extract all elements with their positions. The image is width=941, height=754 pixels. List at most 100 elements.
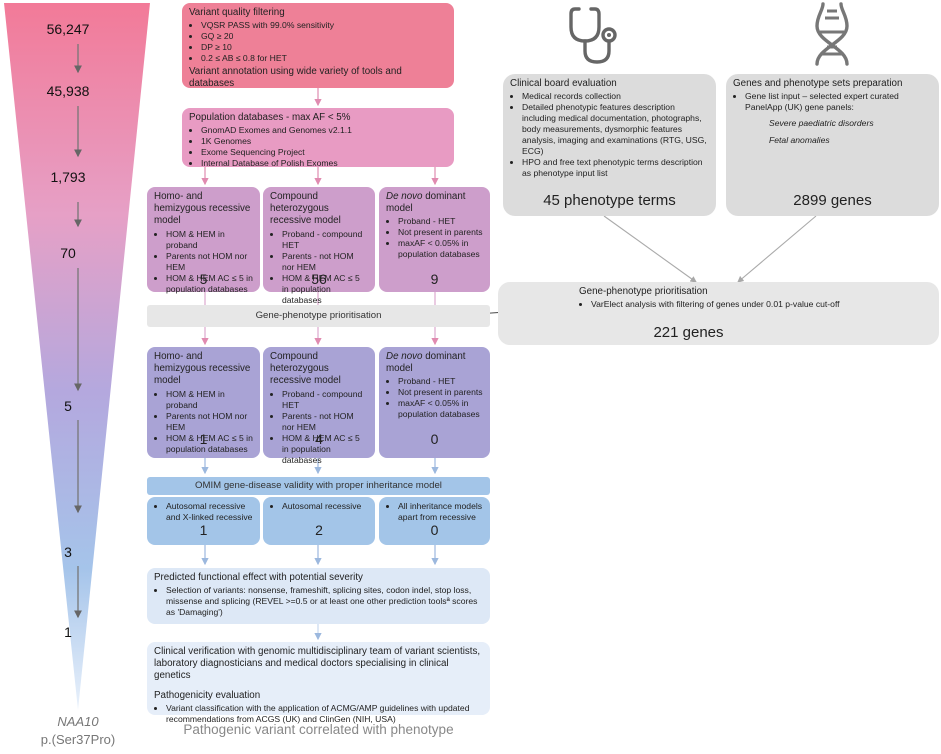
omim-criteria: Autosomal recessive and X-linked recessi… [154,501,253,523]
variant-annotation: Variant annotation using wide variety of… [189,66,402,90]
model-criteria: Proband - HET Not present in parents max… [386,216,483,260]
list-item: Variant classification with the applicat… [166,703,483,725]
gene-phenotype-bar: Gene-phenotype prioritisation [147,305,490,327]
clinical-board-box: Clinical board evaluation Medical record… [503,74,716,216]
model-count: 4 [315,431,323,447]
model-title: Homo- and hemizygous recessive model [154,191,251,227]
dna-icon [805,2,859,66]
list-item: GQ ≥ 20 [201,31,447,42]
variant-quality-title: Variant quality filtering [189,7,285,18]
clinical-verification-text: Clinical verification with genomic multi… [154,646,481,682]
model-title: De novo dominant model [386,191,483,215]
list-item: Internal Database of Polish Exomes [201,158,447,169]
pathogenicity-title: Pathogenicity evaluation [154,689,261,701]
genes-prep-list: Gene list input – selected expert curate… [733,91,932,113]
prioritised-genes-count: 221 genes [653,324,724,341]
final-result: Pathogenic variant correlated with pheno… [183,722,454,737]
list-item: HOM & HEM AC ≤ 5 in population databases [166,273,253,295]
model-count: 1 [199,431,208,447]
list-item: HOM & HEM in proband [166,229,253,251]
funnel-count-7: 1 [64,624,72,640]
list-item: HOM & HEM in proband [166,389,253,411]
list-item: maxAF < 0.05% in population databases [398,238,483,260]
variant-quality-list: VQSR PASS with 99.0% sensitivity GQ ≥ 20… [189,20,447,64]
model-count: 56 [311,271,327,287]
clinical-board-list: Medical records collection Detailed phen… [510,91,709,179]
clinical-verification-box: Clinical verification with genomic multi… [147,642,490,724]
population-db-list: GnomAD Exomes and Genomes v2.1.1 1K Geno… [189,125,447,169]
gp-right-title: Gene-phenotype prioritisation [579,286,708,297]
genes-prep-box: Genes and phenotype sets preparation Gen… [726,74,939,216]
list-item: Parents - not HOM nor HEM [282,411,368,433]
model-title-italic: De novo [386,191,423,202]
list-item: Proband - compound HET [282,389,368,411]
model-box-hom-top: Homo- and hemizygous recessive model HOM… [147,187,260,295]
funnel-count-3: 1,793 [50,169,86,185]
omim-box-3: All inheritance models apart from recess… [379,497,490,545]
omim-bar: OMIM gene-disease validity with proper i… [147,477,490,495]
list-item: VQSR PASS with 99.0% sensitivity [201,20,447,31]
gene-name: NAA10 [57,714,99,729]
list-item: 1K Genomes [201,136,447,147]
model-title: Compound heterozygous recessive model [270,191,341,227]
gp-right-list: VarElect analysis with filtering of gene… [579,299,932,310]
list-item: VarElect analysis with filtering of gene… [591,299,932,310]
panel-severe-paediatric: Severe paediatric disorders [769,118,874,129]
model-box-denovo-bottom: De novo dominant model Proband - HET Not… [379,347,490,458]
genes-prep-title: Genes and phenotype sets preparation [733,78,903,89]
list-item: All inheritance models apart from recess… [398,501,483,523]
list-item: HOM & HEM AC ≤ 5 in population databases [166,433,253,455]
model-count: 5 [199,271,208,287]
omim-count: 2 [315,522,323,538]
model-title: Compound heterozygous recessive model [270,351,341,387]
list-item: 0.2 ≤ AB ≤ 0.8 for HET [201,53,447,64]
omim-count: 0 [430,522,439,538]
model-count: 0 [430,431,439,447]
list-item: Medical records collection [522,91,709,102]
stethoscope-icon [565,5,625,67]
list-item: Gene list input – selected expert curate… [745,91,932,113]
model-box-hom-bottom: Homo- and hemizygous recessive model HOM… [147,347,260,458]
model-count: 9 [430,271,439,287]
model-box-comphet-bottom: Compound heterozygous recessive model Pr… [263,347,375,465]
list-item: Proband - HET [398,376,483,387]
model-criteria: HOM & HEM in proband Parents not HOM nor… [154,389,253,455]
list-item: Parents not HOM nor HEM [166,411,253,433]
phenotype-terms-count: 45 phenotype terms [543,192,676,209]
list-item: Selection of variants: nonsense, framesh… [166,585,483,618]
list-item: Proband - compound HET [282,229,368,251]
list-item: maxAF < 0.05% in population databases [398,398,483,420]
model-title: Homo- and hemizygous recessive model [154,351,251,387]
list-item: Autosomal recessive and X-linked recessi… [166,501,253,523]
omim-criteria: Autosomal recessive [270,501,368,512]
omim-box-2: Autosomal recessive 2 [263,497,375,545]
omim-criteria: All inheritance models apart from recess… [386,501,483,523]
model-title-rest: dominant model [386,351,466,375]
variant-name: p.(Ser37Pro) [40,732,116,747]
panel-fetal-anomalies: Fetal anomalies [769,135,830,146]
funnel-count-1: 56,247 [46,21,90,37]
genes-count: 2899 genes [793,192,872,209]
predicted-effect-list: Selection of variants: nonsense, framesh… [154,585,483,618]
list-item: Parents not HOM nor HEM [166,251,253,273]
model-box-comphet-top: Compound heterozygous recessive model Pr… [263,187,375,305]
omim-box-1: Autosomal recessive and X-linked recessi… [147,497,260,545]
list-item: Not present in parents [398,387,483,398]
model-criteria: Proband - compound HET Parents - not HOM… [270,389,368,466]
list-item: HOM & HEM AC ≤ 5 in population databases [282,433,368,466]
list-item: Parents - not HOM nor HEM [282,251,368,273]
model-criteria: Proband - HET Not present in parents max… [386,376,483,420]
model-box-denovo-top: De novo dominant model Proband - HET Not… [379,187,490,292]
omim-count: 1 [199,522,208,538]
list-item: GnomAD Exomes and Genomes v2.1.1 [201,125,447,136]
funnel [4,3,150,710]
funnel-count-6: 3 [64,544,72,560]
list-item: Not present in parents [398,227,483,238]
list-item: DP ≥ 10 [201,42,447,53]
list-item: Exome Sequencing Project [201,147,447,158]
predicted-effect-title: Predicted functional effect with potenti… [154,572,363,583]
population-db-box: Population databases - max AF < 5% GnomA… [182,108,454,169]
list-item: HPO and free text phenotypic terms descr… [522,157,709,179]
model-criteria: HOM & HEM in proband Parents not HOM nor… [154,229,253,295]
pathogenicity-list: Variant classification with the applicat… [154,703,483,725]
